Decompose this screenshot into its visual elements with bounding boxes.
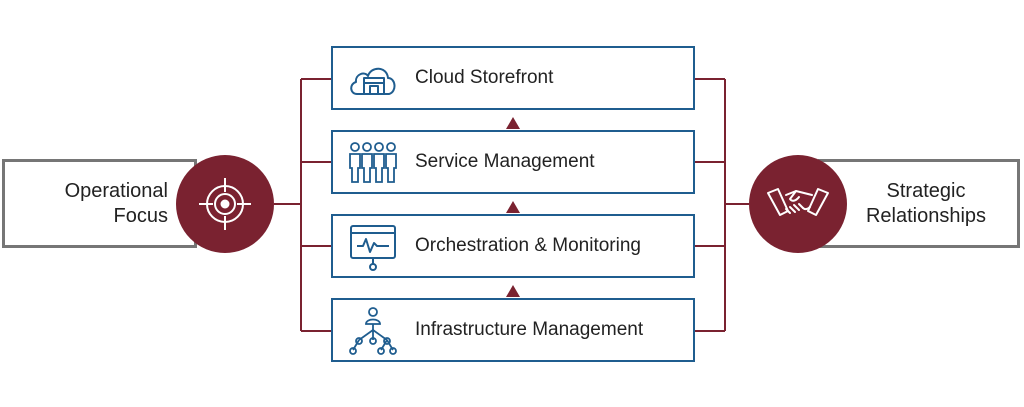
layer-cloud-storefront: Cloud Storefront: [331, 46, 695, 110]
up-arrow-icon: [506, 201, 520, 213]
operational-focus-label: Operational Focus: [20, 174, 168, 234]
strategic-relationships-badge: [749, 155, 847, 253]
monitor-window-icon: [350, 225, 396, 271]
handshake-icon: [767, 188, 829, 216]
operational-focus-badge: [176, 155, 274, 253]
up-arrow-icon: [506, 117, 520, 129]
up-arrow-icon: [506, 285, 520, 297]
layer-label: Service Management: [415, 151, 595, 172]
target-icon: [199, 178, 251, 230]
hierarchy-network-icon: [349, 307, 397, 355]
operational-focus-label-line1: Operational: [64, 180, 168, 202]
strategic-relationships-label-line2: Relationships: [865, 205, 987, 227]
layer-orchestration-monitoring: Orchestration & Monitoring: [331, 214, 695, 278]
strategic-relationships-label-line1: Strategic: [886, 180, 966, 202]
strategic-relationships-label: Strategic Relationships: [846, 174, 1006, 234]
layer-service-management: Service Management: [331, 130, 695, 194]
layer-label: Infrastructure Management: [415, 319, 644, 340]
operational-focus-box: [2, 159, 197, 248]
layer-label: Cloud Storefront: [415, 67, 554, 88]
layer-infrastructure-management: Infrastructure Management: [331, 298, 695, 362]
cloud-store-icon: [350, 67, 396, 95]
operational-focus-label-line2: Focus: [113, 205, 168, 227]
strategic-relationships-box: [818, 159, 1020, 248]
people-group-icon: [349, 142, 397, 183]
layer-label: Orchestration & Monitoring: [415, 235, 641, 256]
